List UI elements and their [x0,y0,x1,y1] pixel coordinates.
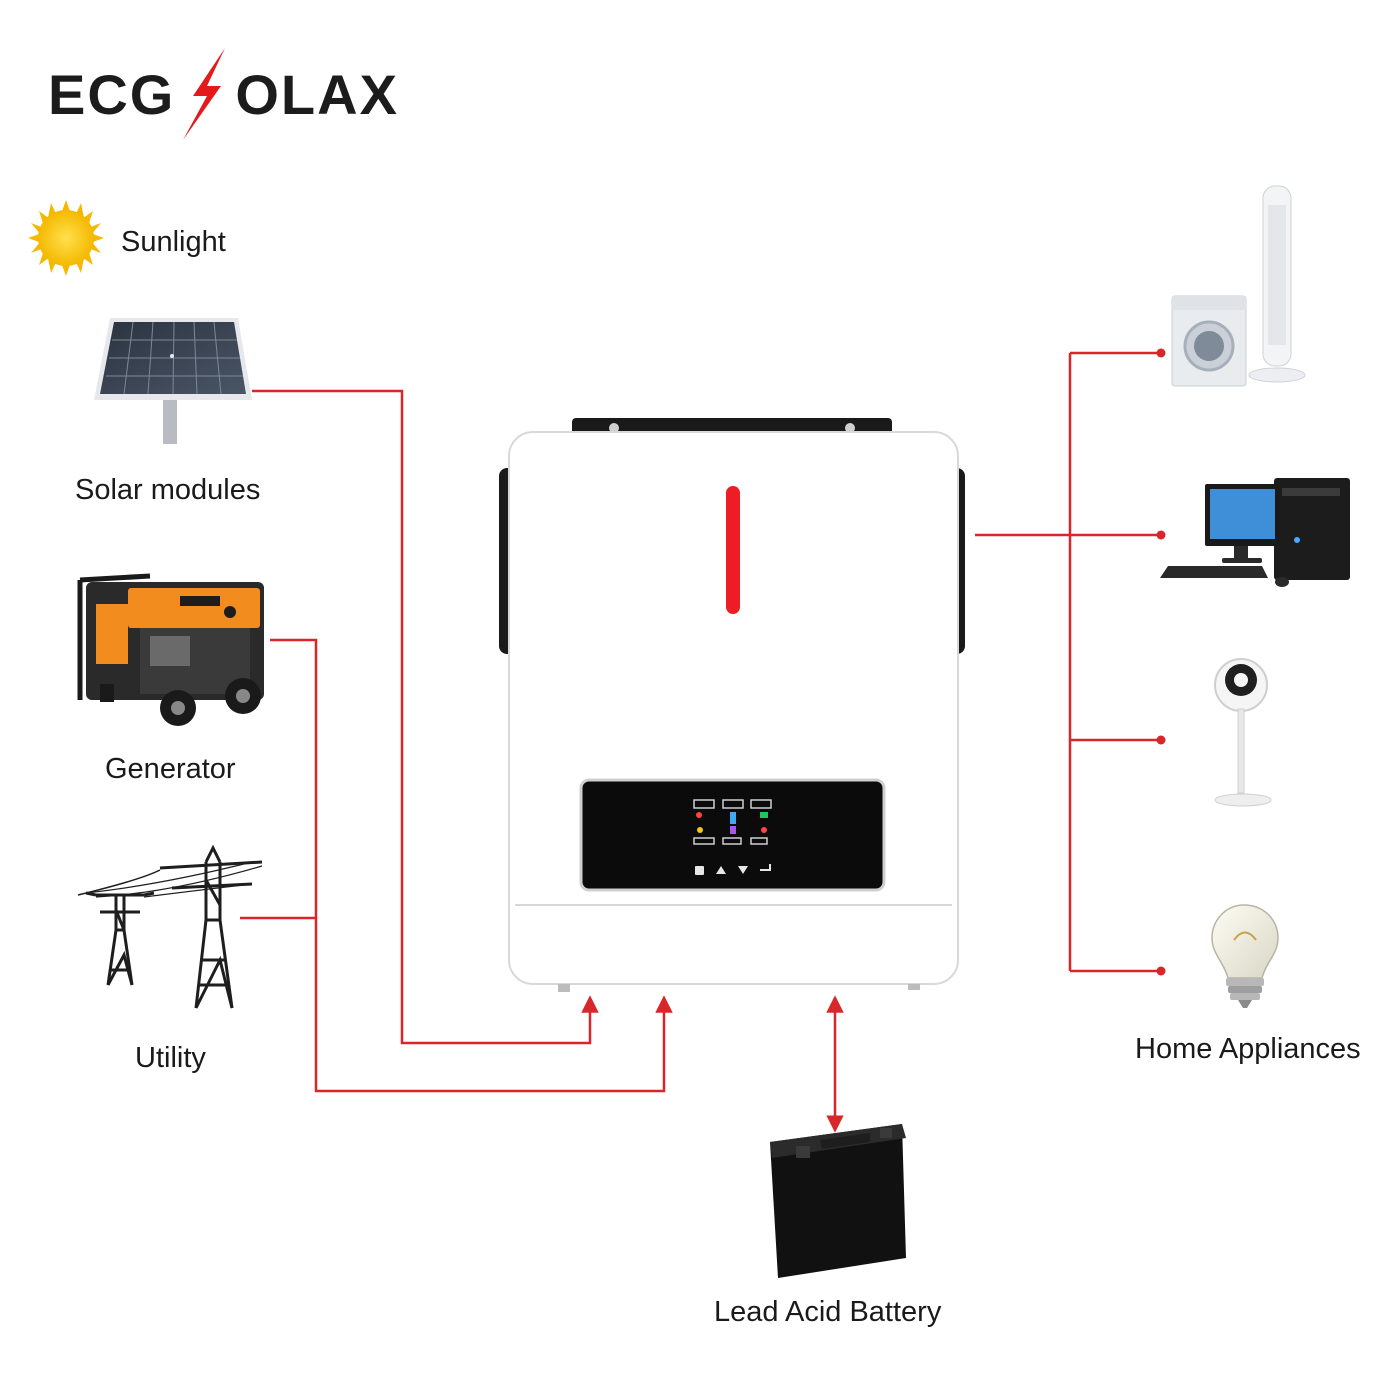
light-bulb-icon [1211,904,1279,1008]
inverter-icon [499,418,965,992]
tower-fan-icon [1248,185,1306,383]
lead-acid-battery-label: Lead Acid Battery [714,1296,942,1328]
utility-label: Utility [135,1042,206,1074]
inverter-buttons [695,864,771,875]
sunlight-label: Sunlight [121,226,226,258]
solar-modules-label: Solar modules [75,474,261,506]
generator-line [270,638,673,1093]
brand-logo: ECG OLAX [48,46,399,142]
air-circulator-fan-icon [1214,658,1272,807]
power-tower-icon [77,844,263,1009]
desktop-computer-icon [1160,478,1350,587]
sun-icon [28,200,104,276]
logo-text-right: OLAX [235,62,399,126]
solar-line [252,389,599,1045]
washing-machine-icon [1171,295,1247,387]
lightning-bolt-icon [183,48,226,140]
generator-icon [77,573,264,726]
output-dots [1156,348,1166,976]
connection-lines [240,351,1160,1133]
battery-icon [770,1124,906,1278]
inverter-display [693,799,772,845]
logo-text-left: ECG [48,62,176,126]
home-appliances-label: Home Appliances [1135,1033,1361,1065]
generator-label: Generator [105,753,236,785]
solar-panel-icon [94,318,252,444]
